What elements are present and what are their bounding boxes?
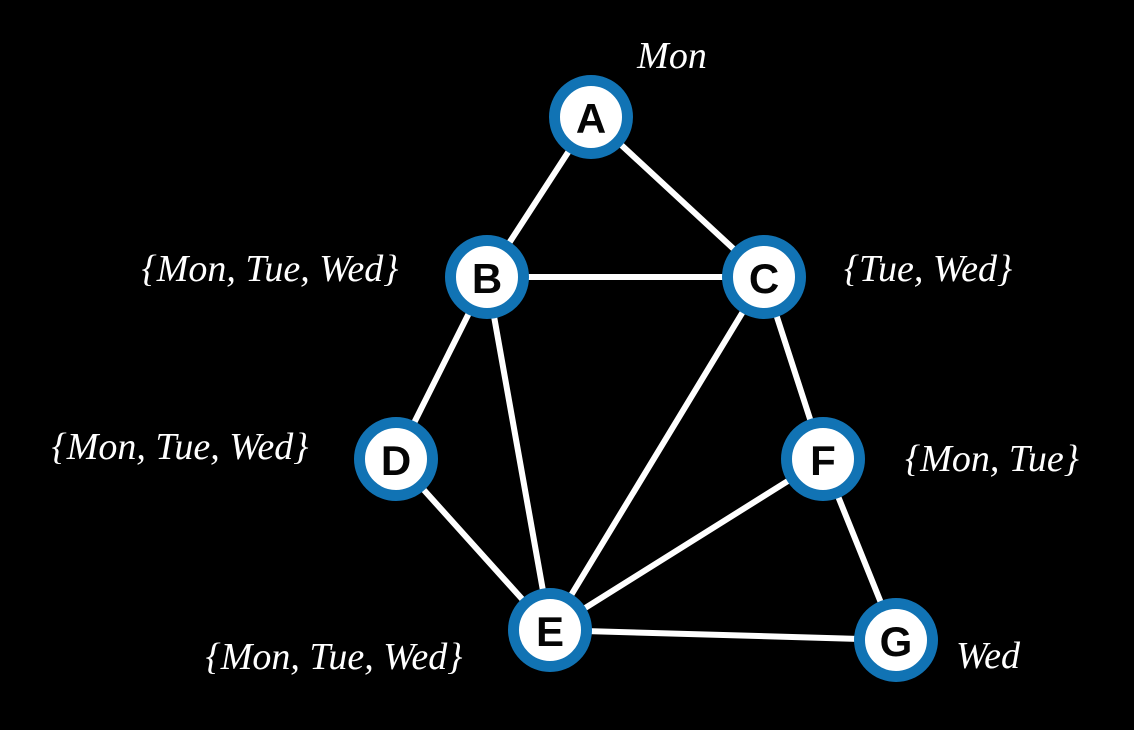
node-A-circle: [549, 75, 633, 159]
node-G-circle: [854, 598, 938, 682]
node-G-domain-label: Wed: [956, 635, 1021, 677]
node-A: A: [549, 75, 633, 159]
node-G: G: [854, 598, 938, 682]
node-C-circle: [722, 235, 806, 319]
node-E-circle: [508, 588, 592, 672]
node-B-circle: [445, 235, 529, 319]
node-D-circle: [354, 417, 438, 501]
node-F-letter: F: [810, 437, 836, 484]
node-A-letter: A: [576, 95, 606, 142]
node-F: F: [781, 417, 865, 501]
node-B-letter: B: [472, 255, 502, 302]
edge-B-E: [484, 274, 553, 633]
node-F-domain-label: {Mon, Tue}: [905, 438, 1079, 480]
node-C-letter: C: [749, 255, 779, 302]
node-C-domain-label: {Tue, Wed}: [844, 248, 1012, 290]
domain-labels-layer: Mon {Mon, Tue, Wed} {Tue, Wed} {Mon, Tue, W…: [52, 35, 1079, 678]
node-D-letter: D: [381, 437, 411, 484]
node-E-letter: E: [536, 608, 564, 655]
edge-C-E: [547, 274, 767, 633]
node-E-domain-label: {Mon, Tue, Wed}: [206, 636, 463, 678]
edge-E-G: [547, 627, 899, 643]
node-B-domain-label: {Mon, Tue, Wed}: [142, 248, 399, 290]
node-C: C: [722, 235, 806, 319]
node-G-letter: G: [880, 618, 913, 665]
nodes-layer: A B C D E F G: [354, 75, 938, 682]
node-A-domain-label: Mon: [636, 35, 707, 77]
node-E: E: [508, 588, 592, 672]
node-D-domain-label: {Mon, Tue, Wed}: [52, 426, 309, 468]
edge-E-F: [547, 456, 826, 633]
node-F-circle: [781, 417, 865, 501]
node-B: B: [445, 235, 529, 319]
node-D: D: [354, 417, 438, 501]
